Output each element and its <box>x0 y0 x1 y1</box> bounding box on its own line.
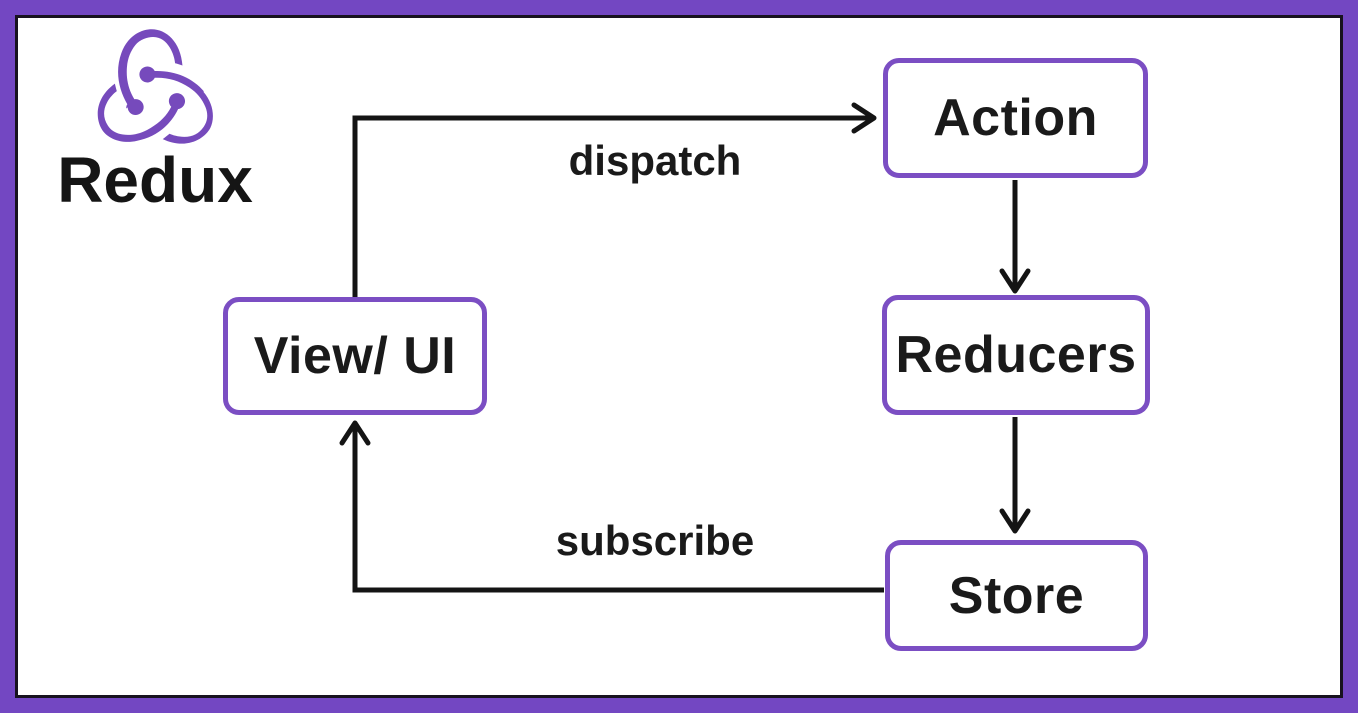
node-action: Action <box>883 58 1148 178</box>
node-store: Store <box>885 540 1148 651</box>
node-reducers-label: Reducers <box>895 326 1137 384</box>
redux-logo-icon <box>96 28 214 146</box>
redux-logo: Redux <box>40 28 270 212</box>
edge-label-dispatch: dispatch <box>568 137 742 184</box>
node-reducers: Reducers <box>882 295 1150 415</box>
edge-label-subscribe: subscribe <box>555 517 755 564</box>
node-view-ui: View/ UI <box>223 297 487 415</box>
redux-wordmark: Redux <box>57 144 253 216</box>
node-view-ui-label: View/ UI <box>253 327 457 385</box>
node-store-label: Store <box>948 566 1085 625</box>
node-action-label: Action <box>933 89 1098 147</box>
